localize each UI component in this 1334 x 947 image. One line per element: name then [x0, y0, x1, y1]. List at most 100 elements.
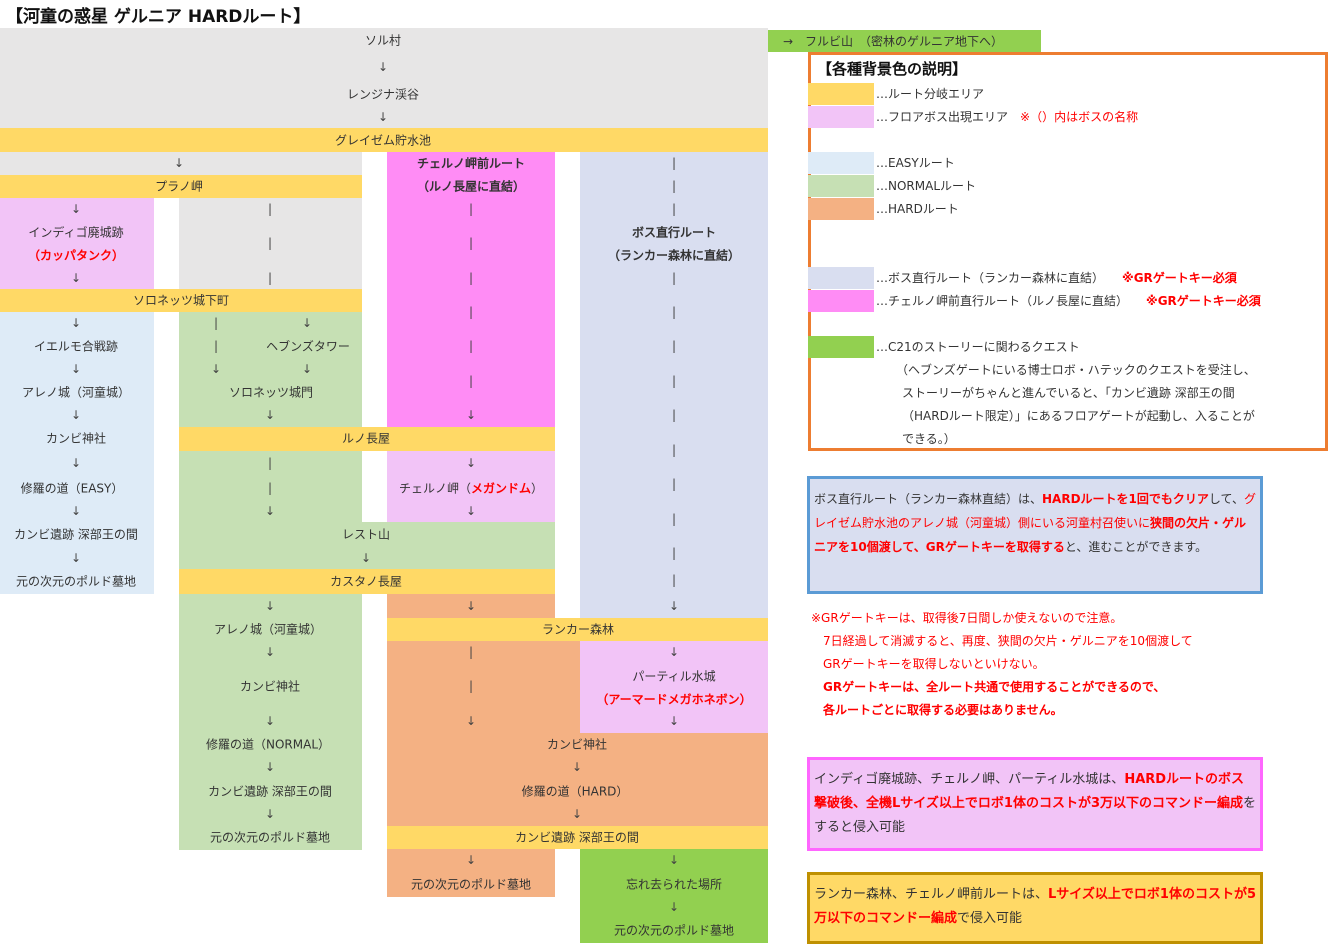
gray-branch-area [0, 152, 362, 175]
start-area [0, 28, 768, 128]
node-polud-normal: 元の次元のポルド墓地 [209, 830, 331, 845]
partil-block [580, 641, 768, 733]
arrow-down: ↓ [70, 362, 82, 376]
legend-swatch-branch [808, 83, 874, 105]
node-forgotten-place: 忘れ去られた場所 [625, 877, 723, 892]
arrow-down: ↓ [668, 714, 680, 728]
arrow-down: ↓ [465, 504, 477, 518]
greizem-block [0, 128, 768, 152]
note-gr-key-line-4: GRゲートキーは、全ルート共通で使用することができるので、 [823, 680, 1166, 694]
node-polud-c21: 元の次元のポルド墓地 [613, 923, 735, 938]
node-soronets-town: ソロネッツ城下町 [132, 293, 230, 308]
node-polud-hard: 元の次元のポルド墓地 [410, 877, 532, 892]
chelno-route-subtitle: （ルノ長屋に直結） [416, 179, 526, 194]
node-areno-normal: アレノ城（河童城） [213, 622, 323, 637]
c21-quest-block [580, 849, 768, 943]
soronets-town-block [0, 289, 362, 312]
legend-c21-detail-1: （ヘブンズゲートにいる博士ロボ・ハテックのクエストを受注し、 [896, 363, 1256, 377]
arrow-down: ↓ [360, 551, 372, 565]
connector-bar: | [468, 271, 474, 285]
note-gr-key-line-3: GRゲートキーを取得しないといけない。 [823, 657, 1045, 671]
node-renjina: レンジナ渓谷 [346, 87, 420, 102]
purano-block [0, 175, 362, 198]
boss-kappatank: （カッパタンク） [27, 248, 125, 263]
arrow-down: ↓ [668, 599, 680, 613]
easy-route-block [0, 312, 154, 594]
legend-swatch-easy [808, 152, 874, 174]
connector-bar: | [468, 679, 474, 693]
arrow-down: ↓ [301, 316, 313, 330]
legend-swatch-chelno-direct [808, 290, 874, 312]
node-heavens-tower: ヘブンズタワー [266, 339, 350, 354]
kanbi-ruins-hard-block [387, 826, 768, 849]
node-areno-easy: アレノ城（河童城） [21, 385, 131, 400]
node-kanbi-shrine-normal: カンビ神社 [239, 679, 301, 694]
arrow-down: ↓ [173, 156, 185, 170]
arrow-down: ↓ [70, 408, 82, 422]
boss-direct-block [580, 152, 768, 618]
arrow-down: ↓ [210, 362, 222, 376]
node-indigo: インディゴ廃城跡 [28, 225, 124, 240]
node-rest: レスト山 [341, 527, 391, 542]
normal-route-lower [179, 594, 362, 850]
boss-route-title: ボス直行ルート [631, 225, 717, 240]
rest-block [179, 522, 555, 569]
indigo-block [0, 198, 154, 290]
boss-armored-megahonebon: （アーマードメガホネボン） [596, 692, 752, 707]
legend-label-easy: …EASYルート [876, 156, 955, 170]
node-ranker: ランカー森林 [541, 622, 615, 637]
chelno-cape-block [387, 451, 555, 522]
legend-heading: 【各種背景色の説明】 [817, 60, 968, 78]
connector-bar: | [671, 271, 677, 285]
hard-route-lower [387, 733, 768, 826]
connector-bar: | [267, 271, 273, 285]
legend-label-floorboss: …フロアボス出現エリア ※（）内はボスの名称 [876, 110, 1139, 124]
connector-bar: | [671, 443, 677, 457]
legend-label-c21: …C21のストーリーに関わるクエスト [876, 340, 1080, 354]
connector-bar: | [468, 305, 474, 319]
legend-label-branch: …ルート分岐エリア [876, 87, 985, 101]
arrow-down: ↓ [301, 362, 313, 376]
note-gr-key-line-5: 各ルートごとに取得する必要はありません。 [823, 703, 1063, 717]
node-kanbi-shrine-hard: カンビ神社 [546, 737, 608, 752]
connector-bar: | [671, 374, 677, 388]
arrow-down: ↓ [465, 456, 477, 470]
note-floor-boss: インディゴ廃城跡、チェルノ岬、パーティル水城は、HARDルートのボス撃破後、全機… [807, 757, 1263, 851]
connector-bar: | [671, 477, 677, 491]
runo-block [179, 427, 555, 451]
kastano-block [179, 569, 555, 594]
node-polud-easy: 元の次元のポルド墓地 [15, 574, 137, 589]
node-kanbi-ruins-normal: カンビ遺跡 深部王の間 [208, 784, 332, 799]
normal-route-upper [179, 312, 362, 427]
connector-bar: | [267, 202, 273, 216]
connector-bar: | [671, 179, 677, 193]
node-purano: プラノ岬 [155, 179, 203, 194]
node-kanbi-ruins-hard: カンビ遺跡 深部王の間 [515, 830, 639, 845]
node-soronets-gate: ソロネッツ城門 [228, 385, 314, 400]
connector-bar: | [671, 202, 677, 216]
legend-c21-detail-3: （HARDルート限定）」にあるフロアゲートが起動し、入ることが [902, 409, 1255, 423]
legend-label-normal: …NORMALルート [876, 179, 977, 193]
hard-route-end [387, 849, 555, 897]
connector-bar: | [267, 456, 273, 470]
legend-c21-detail-2: ストーリーがちゃんと進んでいると、「カンビ遺跡 深部王の間 [902, 386, 1235, 400]
furubi-block [768, 30, 1041, 52]
connector-bar: | [213, 316, 219, 330]
arrow-down: ↓ [264, 714, 276, 728]
arrow-down: ↓ [571, 760, 583, 774]
arrow-down: ↓ [377, 110, 389, 124]
legend-c21-detail-4: できる。） [902, 432, 956, 446]
gray-middle-area [179, 198, 362, 290]
arrow-down: ↓ [70, 456, 82, 470]
connector-bar: | [468, 374, 474, 388]
arrow-down: ↓ [465, 714, 477, 728]
legend-label-chelno-direct: …チェルノ岬前直行ルート（ルノ長屋に直結） ※GRゲートキー必須 [876, 294, 1261, 308]
node-kanbi-ruins-easy: カンビ遺跡 深部王の間 [14, 527, 138, 542]
arrow-down: ↓ [264, 645, 276, 659]
node-partil: パーティル水城 [632, 669, 716, 684]
node-ierumo: イエルモ合戦跡 [34, 339, 118, 354]
connector-bar: | [267, 481, 273, 495]
hard-route-mid [387, 641, 580, 733]
node-kanbi-shrine-easy: カンビ神社 [45, 431, 107, 446]
legend-swatch-c21 [808, 336, 874, 358]
